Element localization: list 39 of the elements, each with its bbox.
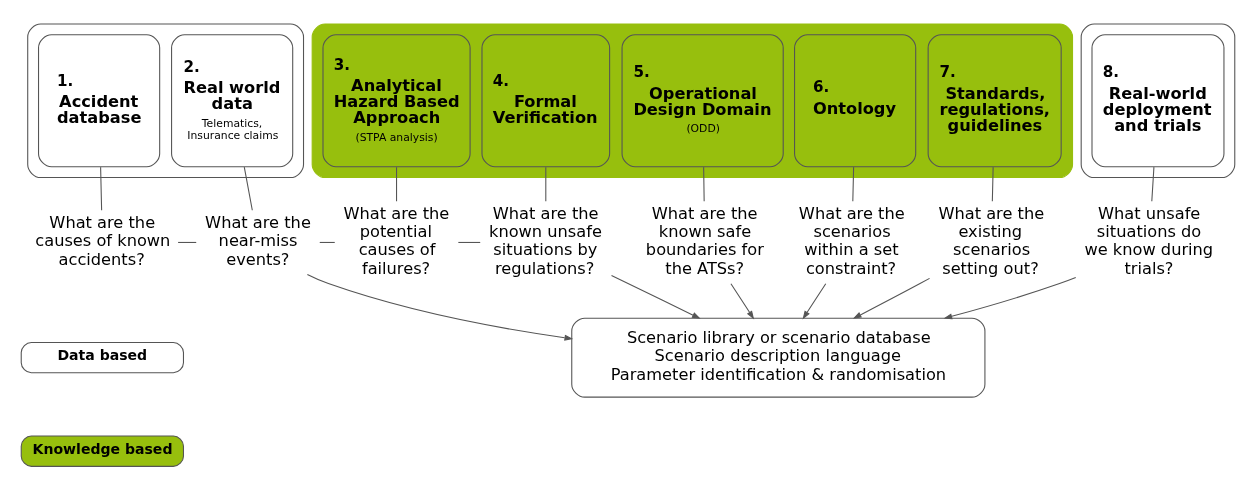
connector: [1151, 166, 1155, 202]
node-box: 6. Ontology: [794, 34, 917, 168]
arrow: [943, 276, 1077, 320]
node-text: What unsafe situations do we know during trials?: [1084, 203, 1214, 278]
legend-label: Knowledge based: [32, 440, 173, 457]
node-text: What are the known safe boundaries for the ATSs?: [645, 203, 764, 278]
node-text: What are the scenarios within a set constraint?: [798, 203, 905, 278]
node-text: What are the near-miss events?: [205, 212, 311, 269]
connector: [703, 166, 705, 202]
connector: [457, 241, 481, 243]
node-text: What are the causes of known accidents?: [35, 212, 171, 269]
node-box: 4. Formal Verification: [481, 34, 611, 168]
cluster: [311, 23, 1074, 179]
connector: [100, 166, 103, 211]
node-text: What are the potential causes of failures?: [343, 203, 450, 278]
node-box: 5. Operational Design Domain (ODD): [621, 34, 784, 168]
node-box: Scenario library or scenario database Scenario description language Parameter identification & randomisation: [571, 317, 986, 398]
connector: [243, 166, 253, 211]
arrow: [730, 283, 755, 320]
connector: [991, 166, 994, 202]
node-text: What are the known unsafe situations by regulations?: [489, 203, 602, 278]
node-box: 7. Standards, regulations, guidelines: [927, 34, 1062, 168]
node-box: 1. Accident database: [38, 34, 161, 168]
connector: [319, 241, 336, 243]
arrow: [610, 274, 701, 319]
connector: [177, 241, 197, 243]
arrow: [306, 273, 574, 341]
cluster: [1080, 23, 1236, 179]
cluster: [27, 23, 305, 179]
arrow: [852, 277, 931, 319]
connector: [396, 166, 398, 202]
node-text: What are the existing scenarios setting out?: [938, 203, 1045, 278]
legend-label: Data based: [57, 347, 148, 364]
connector: [852, 166, 855, 202]
connector: [545, 166, 547, 202]
node-box: 3. Analytical Hazard Based Approach (STPA analysis): [322, 34, 471, 168]
arrow: [802, 283, 827, 320]
node-box: 2. Real world data Telematics, Insurance claims: [171, 34, 294, 168]
node-box: 8. Real-world deployment and trials: [1091, 34, 1225, 168]
